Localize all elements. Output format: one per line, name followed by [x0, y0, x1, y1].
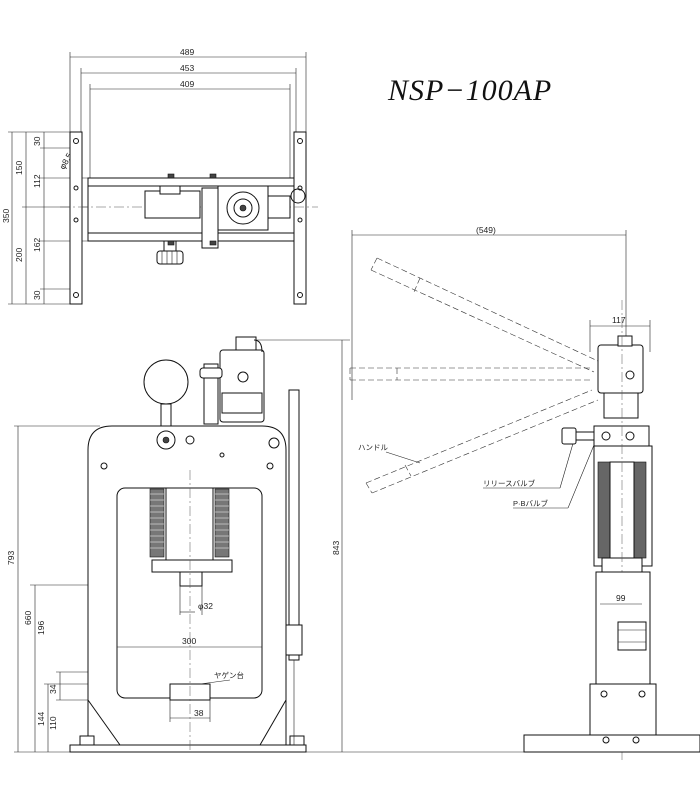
- dim-117: 117: [612, 315, 626, 325]
- dim-660: 660: [23, 611, 33, 625]
- dim-162: 162: [32, 238, 42, 252]
- dim-phi-32: φ32: [198, 601, 213, 611]
- dim-453: 453: [180, 63, 194, 73]
- dim-150: 150: [14, 161, 24, 175]
- front-view: 793 660 196 144 110 34 843 ヤゲン台 38: [6, 336, 700, 753]
- dim-196: 196: [36, 621, 46, 635]
- dim-34: 34: [48, 684, 58, 694]
- label-handle: ハンドル: [358, 443, 388, 452]
- dim-99: 99: [616, 593, 626, 603]
- dim-843: 843: [331, 541, 341, 555]
- dim-30-bottom: 30: [32, 290, 42, 300]
- label-pb-valve: P·Bバルブ: [513, 498, 549, 508]
- dim-112: 112: [32, 174, 42, 188]
- model-title: NSP−100AP: [388, 74, 553, 107]
- dim-144: 144: [36, 712, 46, 726]
- dim-30-top: 30: [32, 136, 42, 146]
- dim-200: 200: [14, 248, 24, 262]
- dim-793: 793: [6, 551, 16, 565]
- side-view: (549) 117 ハンドル リリースバルブ P·Bバルブ: [349, 225, 700, 760]
- dim-489: 489: [180, 47, 194, 57]
- dim-350: 350: [1, 209, 11, 223]
- dim-549: (549): [476, 225, 496, 235]
- dim-38: 38: [194, 708, 204, 718]
- dim-110: 110: [48, 716, 58, 730]
- label-release-valve: リリースバルブ: [483, 478, 536, 488]
- top-view: 489 453 409 350 150 200 112 162 30 30 φ8…: [1, 47, 318, 305]
- dim-409: 409: [180, 79, 194, 89]
- label-anvil: ヤゲン台: [214, 670, 244, 680]
- dim-300: 300: [182, 636, 196, 646]
